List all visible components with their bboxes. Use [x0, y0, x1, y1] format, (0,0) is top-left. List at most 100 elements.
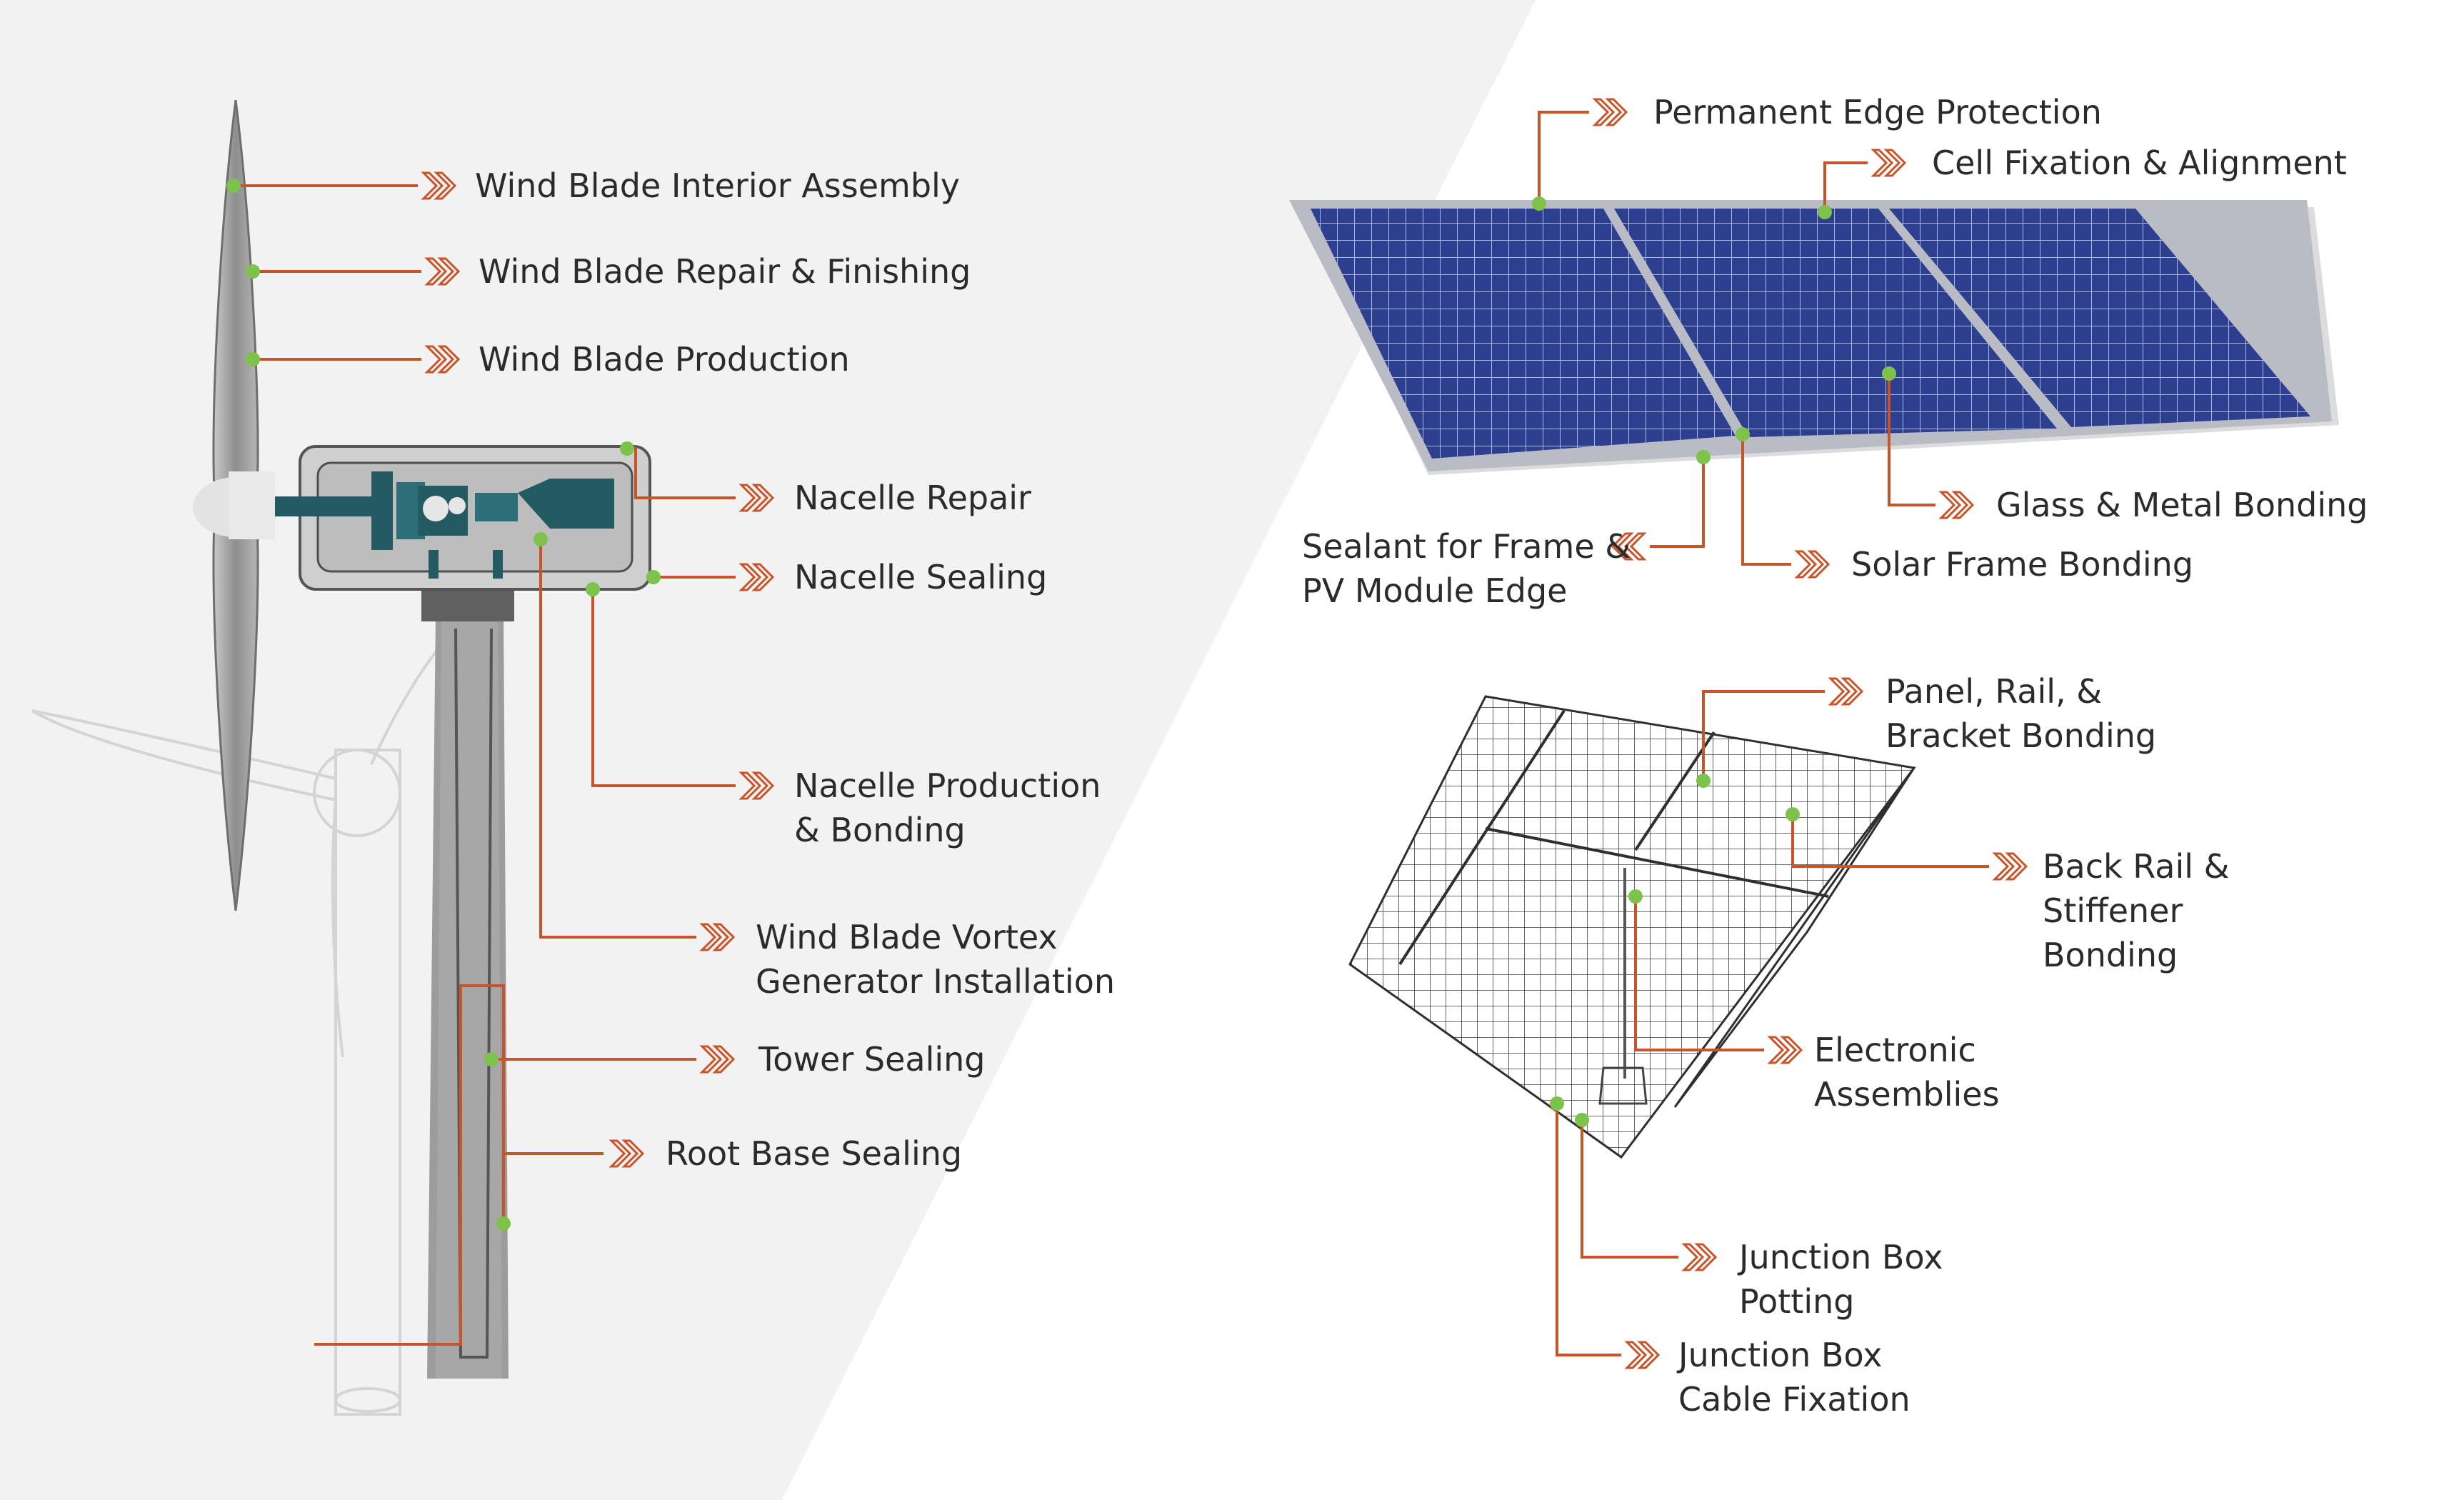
callout-label: & Bonding [794, 811, 966, 849]
double-chevron-right-icon [1592, 98, 1628, 126]
callout-cell-fixation: Cell Fixation & Alignment [1818, 144, 2347, 219]
double-chevron-right-icon [421, 171, 457, 200]
callout-label: Potting [1739, 1282, 1854, 1321]
green-dot-icon [1696, 774, 1711, 788]
double-chevron-right-icon [1828, 677, 1864, 706]
callout-label: Panel, Rail, & [1885, 672, 2102, 711]
leader-line [1650, 457, 1705, 548]
leader-line [1702, 690, 1825, 781]
double-chevron-right-icon [699, 923, 736, 951]
callout-label: Wind Blade Interior Assembly [475, 166, 960, 205]
callout-label: Cable Fixation [1678, 1380, 1910, 1419]
double-chevron-right-icon [1992, 852, 2028, 881]
green-dot-icon [1882, 366, 1896, 381]
callout-label: Glass & Metal Bonding [1996, 486, 2368, 524]
callout-label: Stiffener [2043, 891, 2183, 930]
leader-line [1888, 374, 1935, 506]
callout-edge-protection: Permanent Edge Protection [1532, 93, 2102, 211]
callout-blade-interior: Wind Blade Interior Assembly [226, 166, 960, 205]
callout-label: Cell Fixation & Alignment [1932, 144, 2347, 182]
leader-line [1581, 1120, 1678, 1259]
leader-line [1634, 896, 1764, 1051]
green-dot-icon [1575, 1113, 1589, 1127]
tower [421, 582, 514, 1379]
callout-label: Root Base Sealing [666, 1134, 962, 1173]
green-dot-icon [586, 582, 600, 596]
callout-glass-metal: Glass & Metal Bonding [1882, 366, 2368, 524]
callout-label: Junction Box [1737, 1238, 1943, 1276]
green-dot-icon [496, 1216, 511, 1231]
double-chevron-right-icon [1938, 491, 1975, 519]
double-chevron-left-icon [1611, 532, 1647, 561]
double-chevron-right-icon [738, 563, 775, 591]
callout-label: Electronic [1814, 1031, 1976, 1069]
nacelle [275, 445, 651, 591]
leader-line [1791, 814, 1989, 868]
left-background-panel [0, 0, 1536, 1500]
double-chevron-right-icon [1870, 149, 1907, 177]
callout-blade-production: Wind Blade Production [246, 340, 850, 379]
green-dot-icon [1628, 889, 1643, 904]
solar-panel [1289, 200, 2339, 475]
callout-tower-sealing: Tower Sealing [484, 1040, 986, 1079]
green-dot-icon [1550, 1096, 1564, 1111]
double-chevron-right-icon [1624, 1341, 1661, 1369]
callout-label: Assemblies [1814, 1075, 2000, 1114]
green-dot-icon [620, 441, 634, 456]
callout-blade-repair: Wind Blade Repair & Finishing [246, 252, 971, 291]
double-chevron-right-icon [424, 257, 461, 286]
callout-label: PV Module Edge [1302, 571, 1567, 610]
callout-label: Nacelle Sealing [794, 558, 1047, 596]
wind-blades [193, 99, 279, 911]
leader-line [539, 539, 696, 939]
green-dot-icon [1532, 196, 1546, 211]
leader-line [1741, 434, 1791, 566]
leader-line [1823, 161, 1868, 212]
callout-label: Wind Blade Production [479, 340, 850, 379]
green-dot-icon [484, 1052, 499, 1066]
green-dot-icon [246, 352, 260, 366]
callout-label: Back Rail & [2043, 847, 2230, 886]
green-dot-icon [534, 532, 548, 546]
double-chevron-right-icon [1681, 1243, 1718, 1271]
callout-label: Generator Installation [756, 962, 1115, 1001]
double-chevron-right-icon [609, 1139, 645, 1168]
callout-frame-sealant: Sealant for Frame & PV Module Edge [1302, 450, 1711, 610]
solar-array-wireframe [1348, 695, 1916, 1159]
double-chevron-right-icon [738, 484, 775, 512]
green-dot-icon [246, 264, 260, 279]
green-dot-icon [1818, 205, 1832, 219]
leader-line [1556, 1104, 1621, 1356]
callout-panel-rail: Panel, Rail, &Bracket Bonding [1696, 672, 2156, 788]
callout-nacelle-sealing: Nacelle Sealing [646, 558, 1047, 596]
callout-nacelle-repair: Nacelle Repair [620, 441, 1031, 517]
callout-label: Nacelle Repair [794, 479, 1031, 517]
callout-label: Bonding [2043, 936, 2178, 974]
leader-line [591, 589, 736, 787]
callout-root-base-sealing: Root Base Sealing [504, 1134, 962, 1173]
callout-label: Solar Frame Bonding [1851, 545, 2193, 584]
ghost-turbine [31, 584, 501, 1416]
green-dot-icon [1696, 450, 1711, 464]
callout-label: Nacelle Production [794, 766, 1101, 805]
green-dot-icon [1786, 807, 1800, 821]
callout-root-base-sealing [314, 984, 511, 1346]
green-dot-icon [1736, 427, 1750, 441]
green-dot-icon [646, 570, 661, 584]
callout-frame-bonding: Solar Frame Bonding [1736, 427, 2193, 584]
double-chevron-right-icon [699, 1045, 736, 1074]
leader-line [1538, 111, 1589, 204]
double-chevron-right-icon [738, 771, 775, 800]
callout-label: Junction Box [1676, 1336, 1882, 1374]
callout-label: Sealant for Frame & [1302, 527, 1631, 566]
double-chevron-right-icon [1794, 550, 1831, 579]
green-dot-icon [226, 179, 241, 193]
double-chevron-right-icon [1767, 1036, 1803, 1064]
